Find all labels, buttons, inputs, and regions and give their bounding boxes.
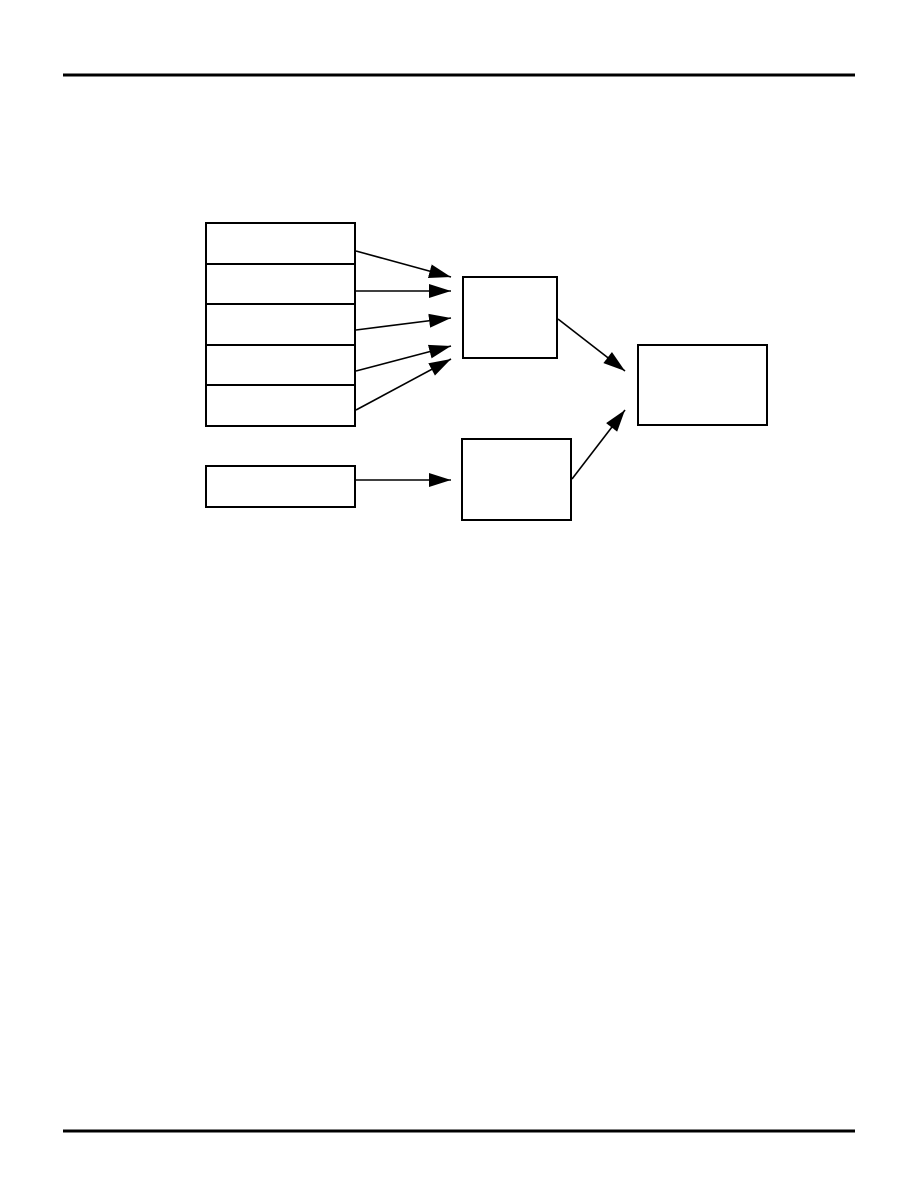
middle-box-upper bbox=[462, 276, 558, 359]
arrow-stack-3-to-middle-upper bbox=[355, 313, 452, 331]
single-box bbox=[205, 465, 356, 508]
arrow-stack-5-to-middle-upper bbox=[355, 358, 452, 411]
middle-box-lower bbox=[461, 438, 572, 521]
stack-box-5 bbox=[205, 384, 356, 427]
stack-box-3 bbox=[205, 303, 356, 346]
output-box bbox=[637, 344, 768, 426]
stack-box-1 bbox=[205, 222, 356, 265]
arrow-middle-lower-to-output bbox=[571, 409, 626, 480]
arrow-stack-4-to-middle-upper bbox=[355, 344, 452, 372]
arrow-stack-1-to-middle-upper bbox=[355, 250, 452, 278]
arrow-middle-upper-to-output bbox=[557, 318, 626, 372]
stack-box-4 bbox=[205, 344, 356, 386]
stack-box-2 bbox=[205, 263, 356, 305]
